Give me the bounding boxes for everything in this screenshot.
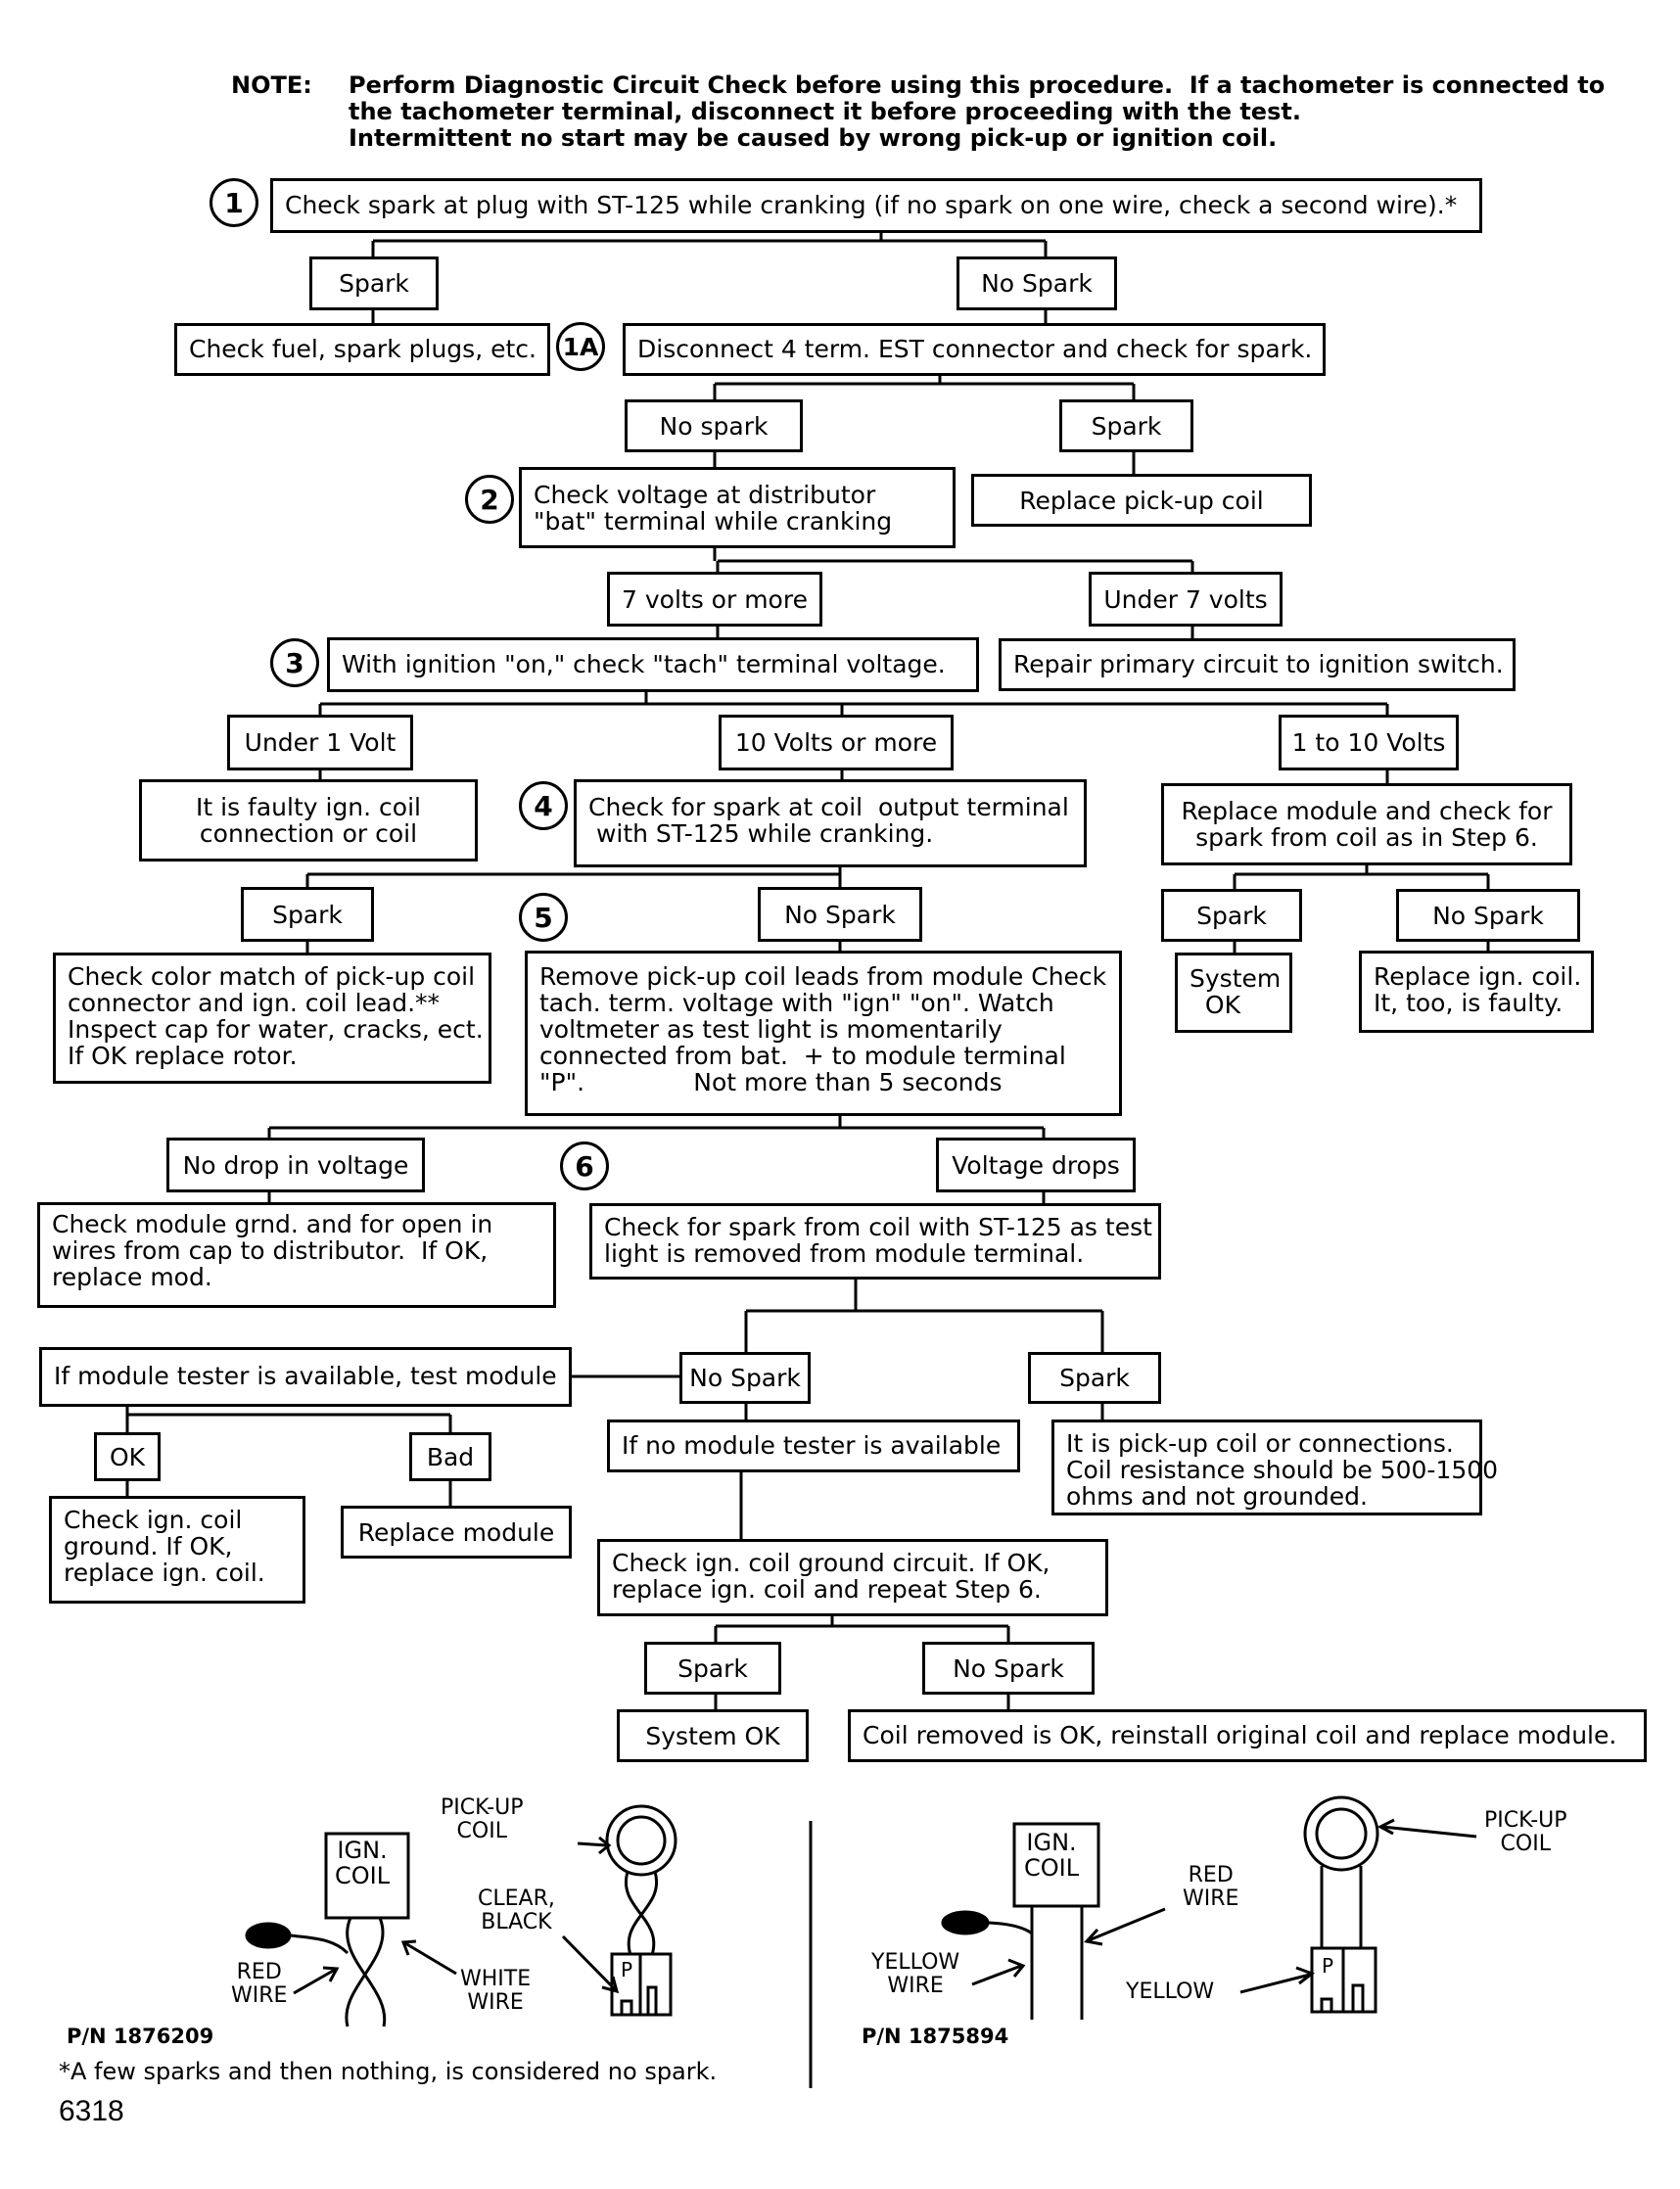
- step-4-box: Check for spark at coil output terminal …: [574, 779, 1087, 867]
- spark-branch-final: Spark: [644, 1642, 781, 1695]
- step-1a-box: Disconnect 4 term. EST connector and che…: [623, 323, 1326, 376]
- replace-pickup-coil-box: Replace pick-up coil: [971, 474, 1312, 527]
- left-pickup-coil-label: PICK-UP COIL: [441, 1795, 524, 1843]
- step-1a-marker: 1A: [556, 322, 605, 371]
- no-drop-in-voltage: No drop in voltage: [166, 1138, 425, 1192]
- check-coil-ground-circuit-box: Check ign. coil ground circuit. If OK, r…: [597, 1539, 1108, 1616]
- step-3-box: With ignition "on," check "tach" termina…: [327, 637, 979, 692]
- pickup-coil-connections-box: It is pick-up coil or connections. Coil …: [1051, 1420, 1498, 1515]
- under-one-volt: Under 1 Volt: [227, 715, 413, 770]
- note-label: NOTE:: [231, 71, 312, 99]
- no-module-tester-box: If no module tester is available: [607, 1420, 1020, 1472]
- left-wiring-diagram: [245, 1804, 677, 2027]
- system-ok-module-box: System OK: [1175, 953, 1292, 1033]
- right-red-wire-label: RED WIRE: [1183, 1863, 1239, 1911]
- step-3-marker: 3: [270, 638, 319, 687]
- no-spark-branch-module: No Spark: [1396, 889, 1580, 942]
- step-6-box: Check for spark from coil with ST-125 as…: [589, 1203, 1161, 1280]
- step-2-marker: 2: [465, 475, 514, 524]
- footnote: *A few sparks and then nothing, is consi…: [59, 2058, 718, 2085]
- spark-branch-1a: Spark: [1059, 399, 1193, 452]
- figure-number: 6318: [59, 2095, 124, 2127]
- replace-module-box: Replace module: [341, 1506, 572, 1559]
- check-fuel-box: Check fuel, spark plugs, etc.: [174, 323, 550, 376]
- replace-ign-coil-box: Replace ign. coil. It, too, is faulty.: [1359, 951, 1594, 1033]
- right-yellow-label: YELLOW: [1126, 1979, 1215, 2004]
- right-yellow-wire-label: YELLOW WIRE: [871, 1950, 960, 1998]
- left-terminal-p: P: [621, 1958, 633, 1981]
- seven-volts-or-more: 7 volts or more: [607, 572, 822, 627]
- ten-volts-or-more: 10 Volts or more: [719, 715, 954, 770]
- step-4-marker: 4: [519, 781, 568, 830]
- coil-removed-ok-box: Coil removed is OK, reinstall original c…: [848, 1709, 1647, 1762]
- left-red-wire-label: RED WIRE: [231, 1960, 288, 2008]
- under-seven-volts: Under 7 volts: [1089, 572, 1283, 627]
- check-color-match-box: Check color match of pick-up coil connec…: [53, 953, 491, 1084]
- note-text: Perform Diagnostic Circuit Check before …: [349, 71, 1606, 152]
- no-spark-branch-final: No Spark: [922, 1642, 1095, 1695]
- one-to-ten-volts: 1 to 10 Volts: [1279, 715, 1459, 770]
- step-1-box: Check spark at plug with ST-125 while cr…: [270, 178, 1482, 233]
- step-6-marker: 6: [560, 1141, 609, 1190]
- bad-branch: Bad: [409, 1432, 491, 1481]
- spark-branch-1: Spark: [309, 256, 439, 310]
- left-clear-black-label: CLEAR, BLACK: [478, 1886, 555, 1934]
- system-ok-final-box: System OK: [617, 1709, 809, 1762]
- no-spark-branch-4: No Spark: [758, 887, 922, 942]
- right-pickup-coil-label: PICK-UP COIL: [1484, 1808, 1567, 1856]
- check-module-ground-box: Check module grnd. and for open in wires…: [37, 1202, 556, 1308]
- repair-primary-circuit-box: Repair primary circuit to ignition switc…: [999, 638, 1516, 691]
- step-2-box: Check voltage at distributor "bat" termi…: [519, 467, 956, 548]
- right-terminal-p: P: [1322, 1954, 1334, 1978]
- step-5-box: Remove pick-up coil leads from module Ch…: [525, 951, 1122, 1116]
- no-spark-branch-1a: No spark: [625, 399, 803, 452]
- spark-branch-4: Spark: [241, 887, 374, 942]
- right-ign-coil-label: IGN. COIL: [1024, 1829, 1080, 1882]
- right-part-number: P/N 1875894: [862, 2025, 1009, 2048]
- faulty-ign-coil-box: It is faulty ign. coil connection or coi…: [139, 779, 478, 862]
- left-part-number: P/N 1876209: [67, 2025, 214, 2048]
- module-tester-box: If module tester is available, test modu…: [39, 1347, 572, 1407]
- spark-branch-6: Spark: [1028, 1352, 1161, 1404]
- left-white-wire-label: WHITE WIRE: [460, 1967, 532, 2015]
- step-1-marker: 1: [210, 178, 258, 227]
- step-5-marker: 5: [519, 893, 568, 942]
- left-ign-coil-label: IGN. COIL: [335, 1837, 391, 1889]
- no-spark-branch-6: No Spark: [679, 1352, 811, 1404]
- ok-branch: OK: [94, 1432, 161, 1481]
- voltage-drops: Voltage drops: [936, 1138, 1136, 1192]
- no-spark-branch-1: No Spark: [957, 256, 1117, 310]
- check-ign-coil-ground-box: Check ign. coil ground. If OK, replace i…: [49, 1496, 305, 1604]
- right-wiring-diagram: [941, 1795, 1477, 2020]
- replace-module-check-box: Replace module and check for spark from …: [1161, 783, 1572, 865]
- spark-branch-module: Spark: [1161, 889, 1302, 942]
